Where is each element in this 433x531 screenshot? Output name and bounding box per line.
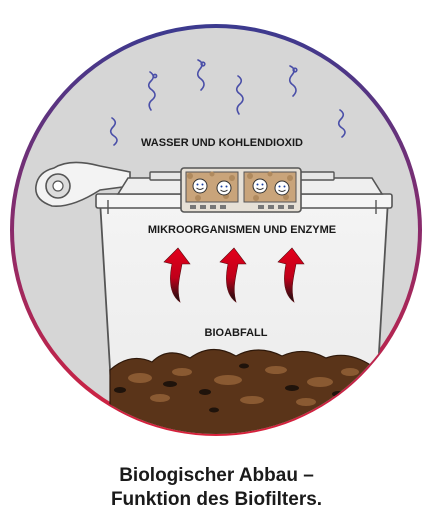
biofilter-cartridge [180, 167, 302, 213]
smiley-microbe-icon [216, 180, 232, 196]
steam-wisp-icon [109, 117, 118, 146]
bucket-handle [35, 161, 131, 207]
up-arrow-icon [277, 247, 305, 303]
steam-wisps [109, 59, 346, 146]
smiley-microbe-icon [192, 178, 208, 194]
compost-soil-icon [109, 348, 373, 434]
label-microorganisms: MIKROORGANISMEN UND ENZYME [148, 224, 336, 236]
caption-line-1: Biologischer Abbau – [119, 465, 314, 486]
steam-wisp-icon [235, 75, 244, 115]
smiley-microbe-icon [252, 178, 268, 194]
smiley-microbe-icon [274, 180, 290, 196]
label-water-co2: WASSER UND KOHLENDIOXID [141, 137, 303, 149]
biofilter-diagram: WASSER UND KOHLENDIOXID [10, 24, 422, 436]
up-arrows [163, 247, 305, 303]
steam-wisp-icon [337, 109, 346, 138]
up-arrow-icon [163, 247, 191, 303]
steam-wisp-icon [147, 71, 156, 111]
up-arrow-icon [219, 247, 247, 303]
label-bioabfall: BIOABFALL [205, 327, 268, 339]
caption-line-2: Funktion des Biofilters. [110, 489, 323, 510]
